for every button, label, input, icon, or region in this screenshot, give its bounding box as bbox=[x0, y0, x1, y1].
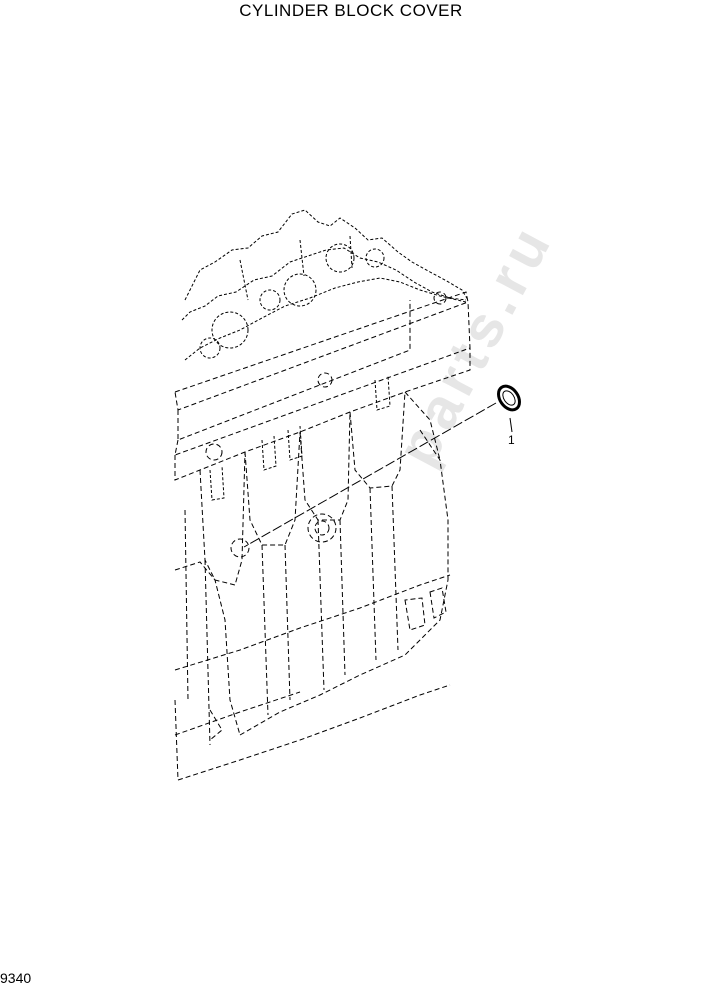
callout-label-1: 1 bbox=[508, 433, 515, 447]
callout-leader-1 bbox=[243, 402, 513, 548]
page-code: 9340 bbox=[0, 970, 32, 986]
page-title: CYLINDER BLOCK COVER bbox=[239, 1, 463, 20]
engine-block-outline bbox=[174, 209, 471, 781]
watermark: parts.ru bbox=[384, 213, 565, 477]
seal-ring-icon bbox=[497, 384, 521, 412]
